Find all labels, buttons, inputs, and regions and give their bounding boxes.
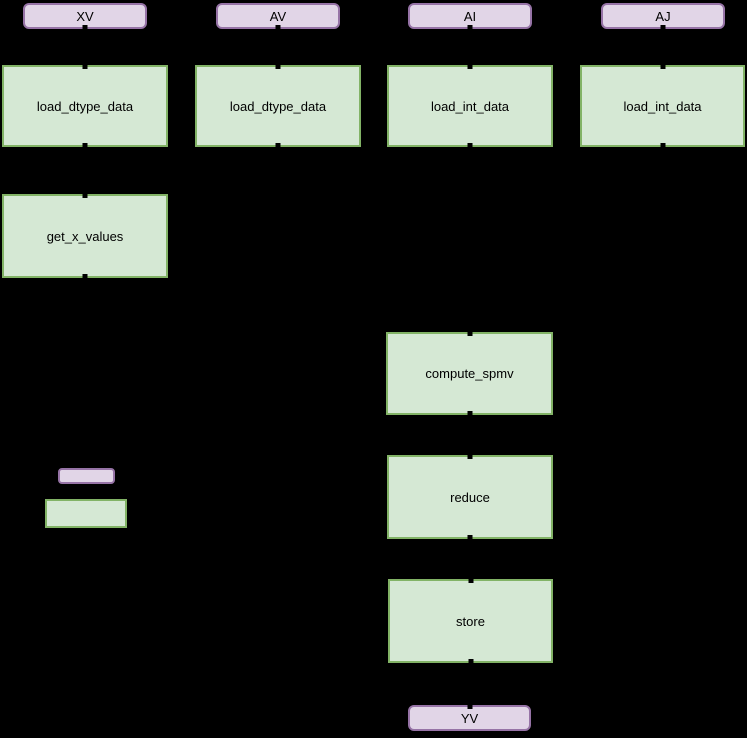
- node-aj: AJ: [601, 3, 725, 29]
- node-get-x-values: get_x_values: [2, 194, 168, 278]
- node-av: AV: [216, 3, 340, 29]
- node-load-int-data-ai: load_int_data: [387, 65, 553, 147]
- node-yv: YV: [408, 705, 531, 731]
- node-store: store: [388, 579, 553, 663]
- legend-swatch-data-node: [58, 468, 115, 484]
- node-xv: XV: [23, 3, 147, 29]
- node-compute-spmv: compute_spmv: [386, 332, 553, 415]
- node-load-int-data-aj: load_int_data: [580, 65, 745, 147]
- node-reduce: reduce: [387, 455, 553, 539]
- legend-swatch-operation-node: [45, 499, 127, 528]
- node-load-dtype-data-xv: load_dtype_data: [2, 65, 168, 147]
- node-load-dtype-data-av: load_dtype_data: [195, 65, 361, 147]
- node-ai: AI: [408, 3, 532, 29]
